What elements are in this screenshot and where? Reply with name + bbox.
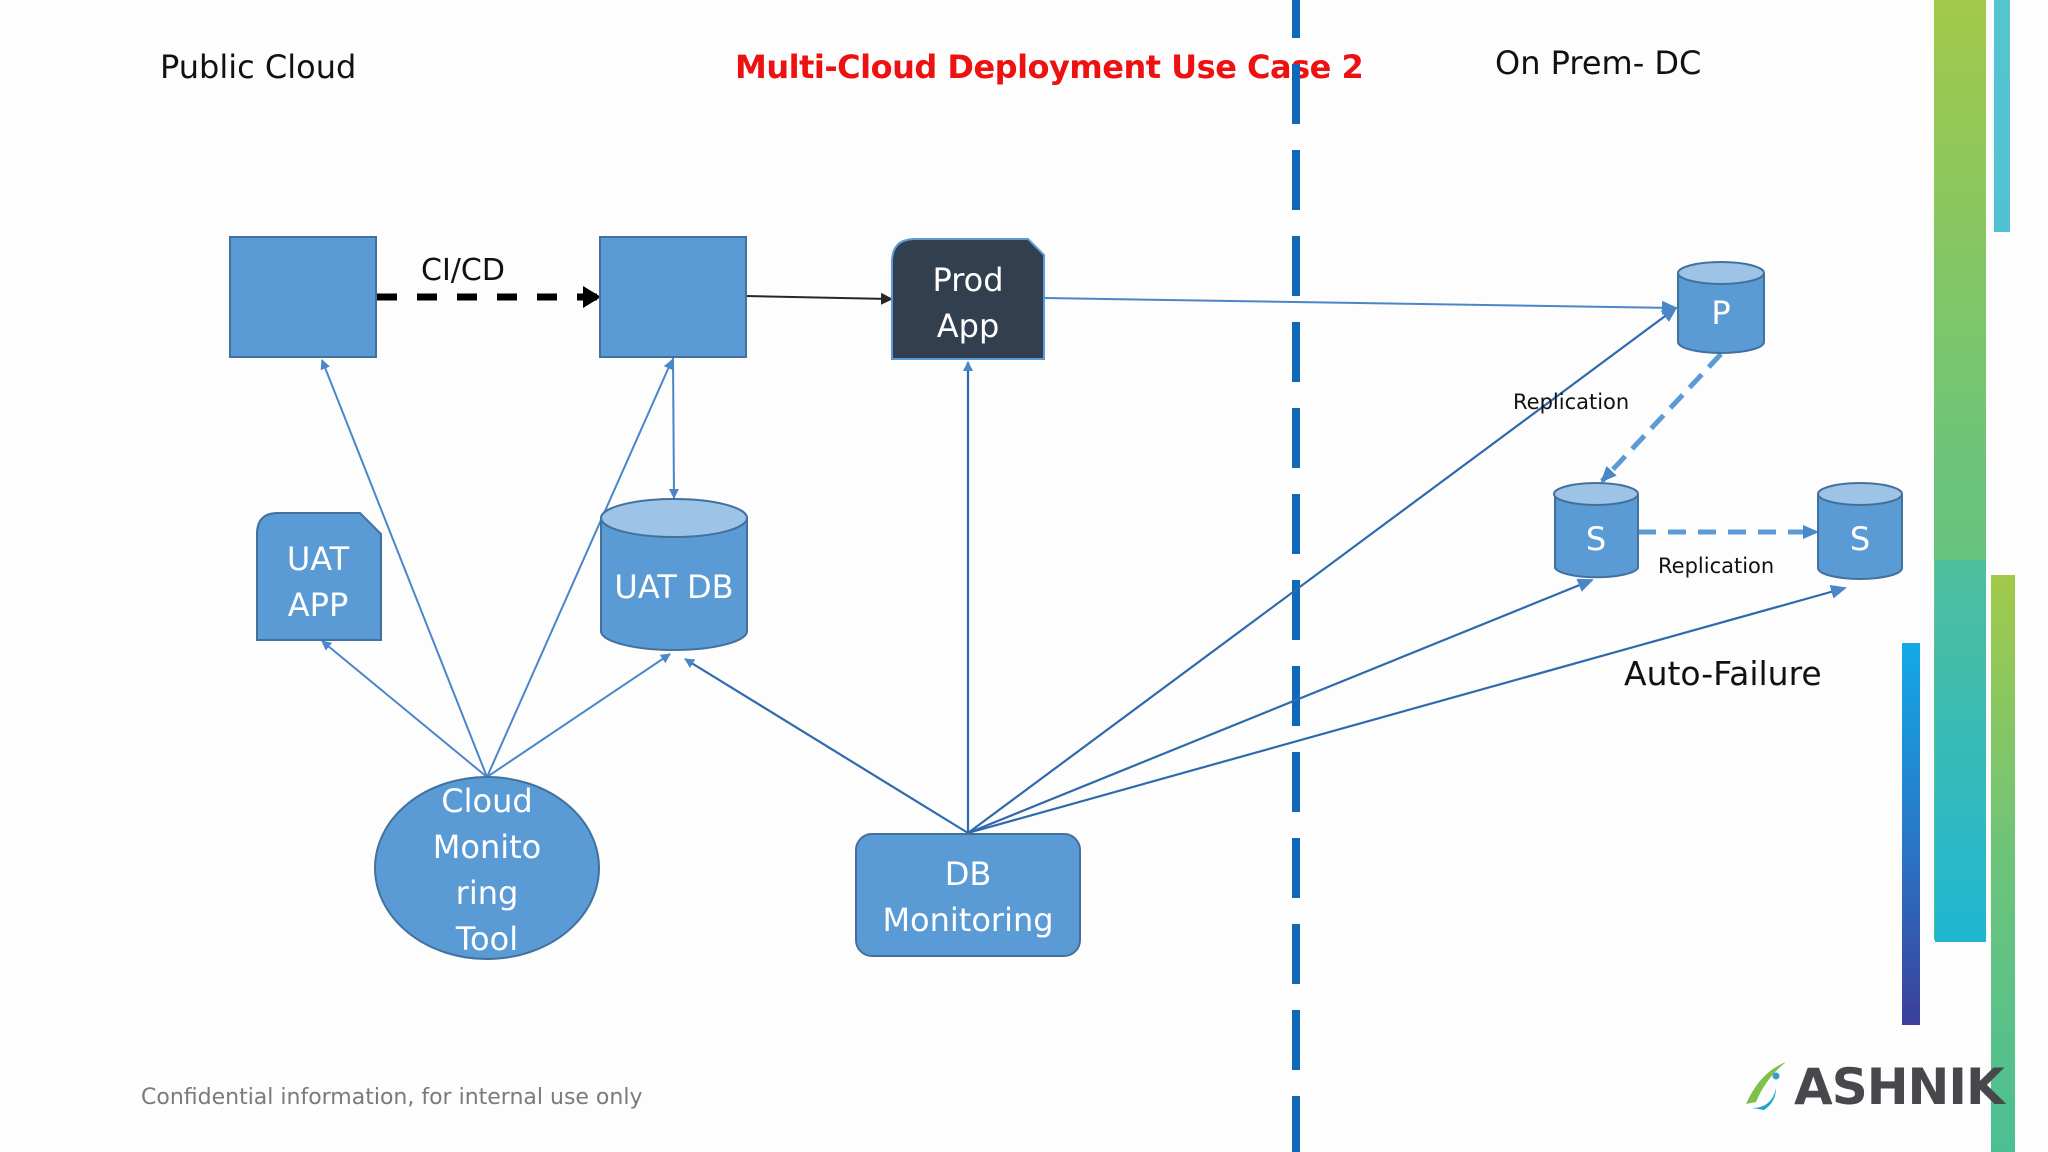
standby-db-1-node[interactable]: S: [1553, 482, 1639, 579]
uat-app-node[interactable]: UAT APP: [256, 512, 382, 641]
cloud-monitoring-label-line1: Cloud: [441, 782, 532, 820]
decor-bar-blue: [1902, 643, 1920, 1025]
edge-dbmon-to-primary: [967, 306, 1678, 834]
uat-app-label-line2: APP: [288, 586, 348, 624]
on-prem-dc-label: On Prem- DC: [1495, 44, 1702, 82]
prod-app-node[interactable]: Prod App: [891, 238, 1045, 360]
edge-dbmon-to-standby2: [967, 585, 1847, 835]
uat-db-label: UAT DB: [614, 568, 733, 606]
edge-dbmon-to-standby1: [967, 578, 1594, 835]
primary-db-label: P: [1711, 294, 1730, 332]
confidential-footer: Confidential information, for internal u…: [141, 1085, 643, 1110]
edge-cloudmon-to-source: [320, 359, 488, 778]
replication-label-s-s: Replication: [1658, 554, 1774, 578]
public-cloud-label: Public Cloud: [160, 48, 357, 86]
decor-bar-teal-mid: [1935, 560, 1986, 942]
decor-bar-cyan-top: [1994, 0, 2010, 232]
edge-cloudmon-to-uatbox: [486, 359, 673, 778]
edge-dbmon-to-uatdb: [684, 658, 969, 834]
edge-replication-p-s: [1600, 352, 1723, 483]
prod-app-label-line1: Prod: [932, 261, 1003, 299]
decor-bar-green-lower: [1991, 575, 2015, 1152]
edge-cloudmon-to-uatdb: [486, 653, 671, 778]
ashnik-wordmark: ASHNIK: [1794, 1058, 2005, 1116]
cloud-monitoring-label-line3: ring: [456, 874, 519, 912]
cicd-label: CI/CD: [421, 253, 505, 288]
slide-title: Multi-Cloud Deployment Use Case 2: [735, 48, 1364, 86]
edge-uat-to-prod: [745, 292, 893, 305]
standby-db-1-label: S: [1586, 520, 1606, 558]
primary-db-node[interactable]: P: [1677, 261, 1765, 354]
uat-box[interactable]: [599, 236, 747, 358]
standby-db-2-node[interactable]: S: [1817, 482, 1903, 580]
cloud-monitoring-label-line2: Monito: [433, 828, 541, 866]
cloud-monitoring-tool-node[interactable]: Cloud Monito ring Tool: [374, 776, 600, 960]
uat-db-node[interactable]: UAT DB: [600, 498, 748, 651]
edge-uatbox-to-uatdb: [668, 357, 679, 499]
auto-failure-label: Auto-Failure: [1624, 654, 1822, 693]
source-box[interactable]: [229, 236, 377, 358]
edge-cloudmon-to-uatapp: [321, 640, 488, 778]
uat-app-label-line1: UAT: [287, 540, 350, 578]
db-monitoring-label-line2: Monitoring: [882, 901, 1053, 939]
prod-app-label-line2: App: [937, 307, 1000, 345]
standby-db-2-label: S: [1850, 520, 1870, 558]
db-monitoring-node[interactable]: DB Monitoring: [855, 833, 1081, 957]
replication-label-p-s: Replication: [1513, 390, 1629, 414]
db-monitoring-label-line1: DB: [945, 855, 992, 893]
edge-prod-to-primary: [1043, 297, 1678, 315]
ashnik-swoosh-icon: [1746, 1062, 1786, 1110]
cloud-monitoring-label-line4: Tool: [455, 920, 518, 958]
